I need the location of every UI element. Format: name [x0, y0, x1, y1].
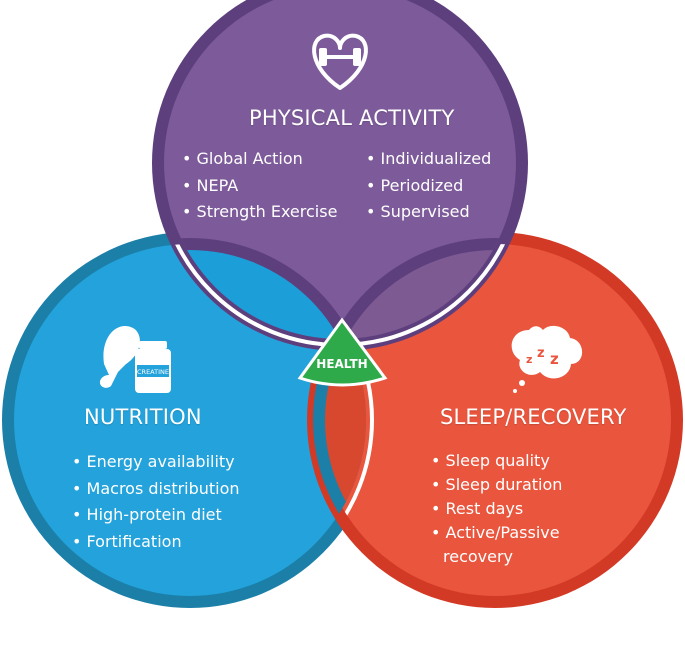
physical-activity-right-list: Individualized Periodized Supervised — [366, 146, 492, 226]
svg-text:z: z — [537, 346, 545, 361]
health-center-region — [297, 317, 388, 387]
nutrition-list: Energy availability Macros distribution … — [72, 449, 240, 555]
list-item: Rest days — [431, 497, 562, 521]
list-item: Strength Exercise — [182, 199, 338, 226]
list-item-line-2: recovery — [443, 547, 514, 566]
sleep-recovery-title: SLEEP/RECOVERY — [440, 405, 627, 429]
list-item: Global Action — [182, 146, 337, 173]
heart-dumbbell-icon — [312, 33, 368, 90]
list-item: High-protein diet — [72, 502, 240, 529]
list-item: Supervised — [366, 199, 491, 226]
chicken-leg-icon — [99, 325, 140, 388]
nutrition-title: NUTRITION — [84, 405, 202, 429]
svg-text:z: z — [526, 353, 532, 366]
list-item: Sleep duration — [431, 473, 563, 497]
list-item: Active/Passive recovery — [431, 521, 562, 569]
list-item: Fortification — [72, 529, 240, 556]
physical-activity-title: PHYSICAL ACTIVITY — [249, 106, 455, 130]
list-item: Sleep quality — [431, 449, 562, 473]
svg-text:z: z — [550, 350, 559, 368]
list-item: Individualized — [366, 146, 492, 173]
list-item: Periodized — [366, 173, 491, 200]
list-item-line-1: Active/Passive — [445, 523, 560, 542]
supplement-jar-icon: CREATINE — [135, 341, 171, 393]
list-item: NEPA — [182, 173, 337, 200]
list-item: Macros distribution — [72, 476, 240, 503]
list-item: Energy availability — [72, 449, 240, 476]
physical-activity-left-list: Global Action NEPA Strength Exercise — [182, 146, 338, 226]
health-label: HEALTH — [316, 357, 368, 371]
sleep-cloud-zzz-icon: z z z — [511, 325, 583, 393]
jar-label: CREATINE — [137, 368, 169, 376]
sleep-recovery-list: Sleep quality Sleep duration Rest days A… — [431, 449, 562, 569]
